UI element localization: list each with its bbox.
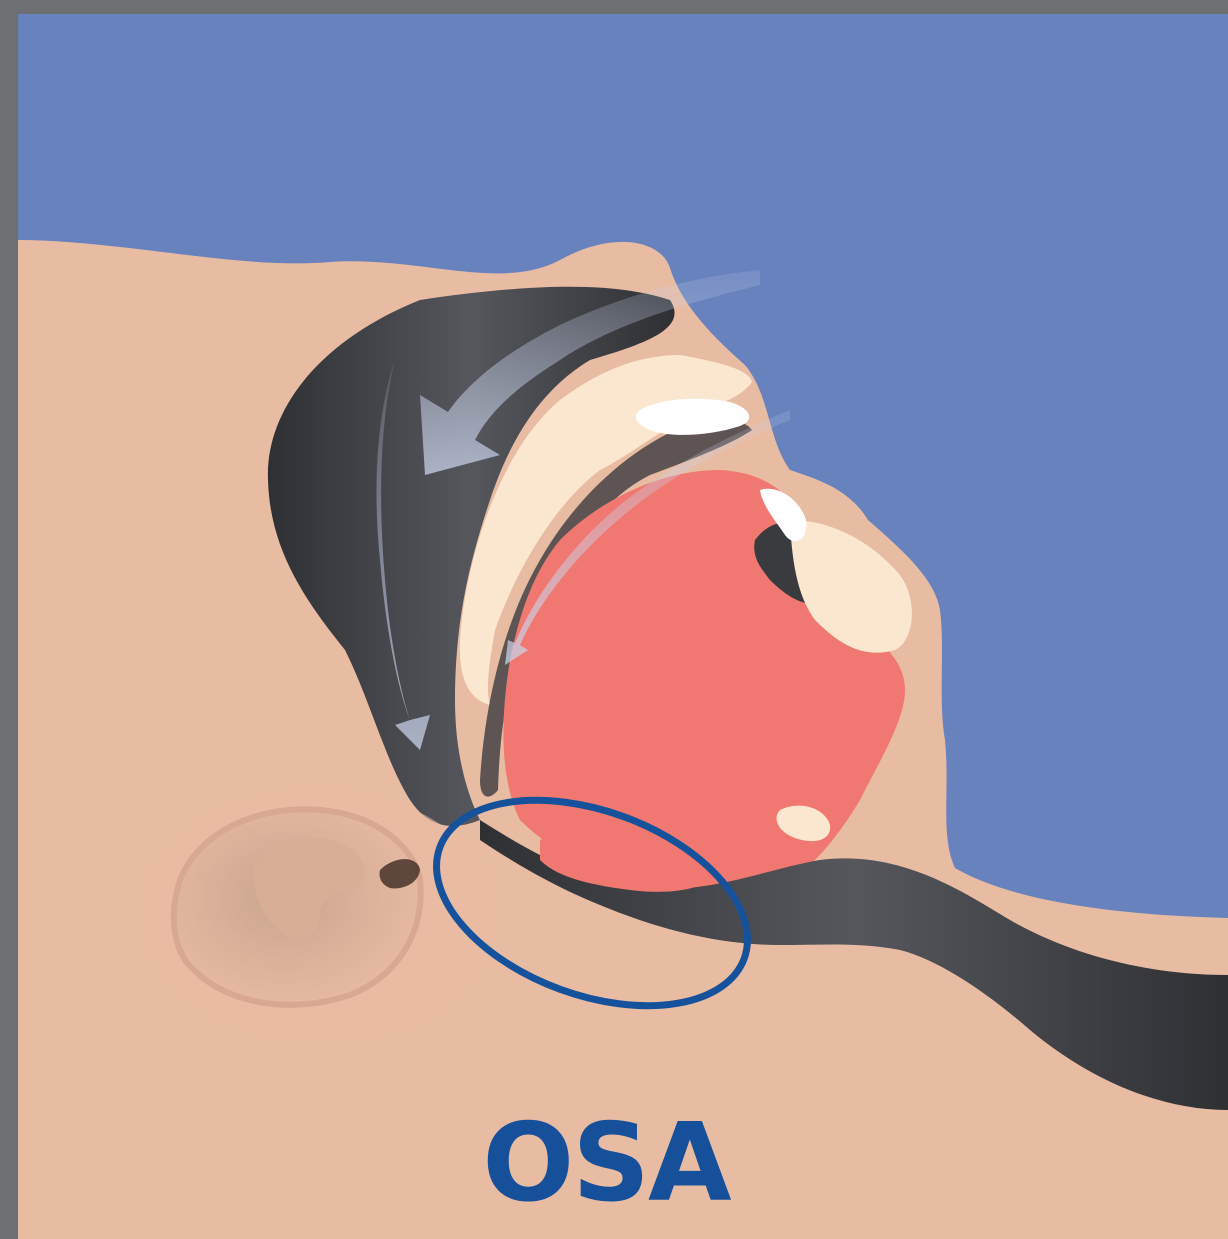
caption-osa: OSA <box>482 1101 732 1226</box>
ear <box>145 790 495 1040</box>
